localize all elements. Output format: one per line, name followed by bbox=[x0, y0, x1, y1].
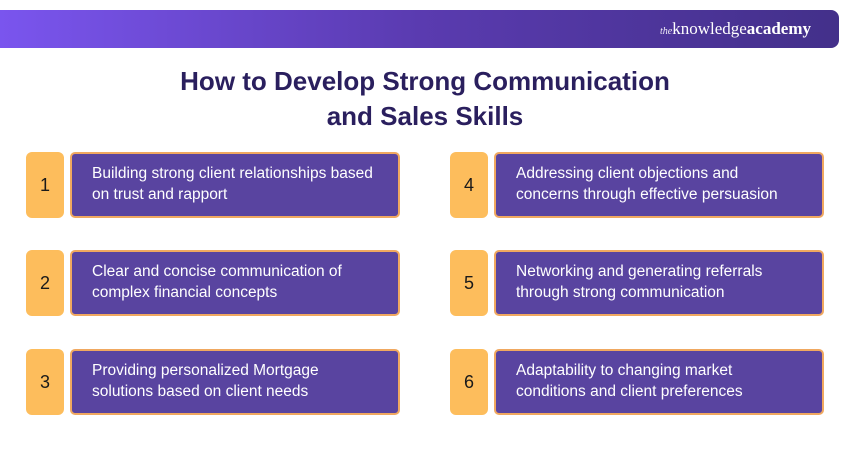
step-card-4: Addressing client objections and concern… bbox=[494, 152, 824, 218]
title-line-2: and Sales Skills bbox=[326, 101, 524, 131]
step-card-3: Providing personalized Mortgage solution… bbox=[70, 349, 400, 415]
step-number-6: 6 bbox=[450, 349, 488, 415]
page-title: How to Develop Strong Communication and … bbox=[0, 64, 850, 134]
step-number-3: 3 bbox=[26, 349, 64, 415]
logo-prefix: the bbox=[659, 26, 673, 37]
brand-logo: theknowledgeacademy bbox=[660, 19, 811, 39]
step-number-2: 2 bbox=[26, 250, 64, 316]
title-line-1: How to Develop Strong Communication bbox=[180, 66, 670, 96]
logo-name: knowledge bbox=[672, 19, 747, 38]
step-card-5: Networking and generating referrals thro… bbox=[494, 250, 824, 316]
logo-suffix: academy bbox=[746, 19, 811, 38]
step-number-5: 5 bbox=[450, 250, 488, 316]
step-card-6: Adaptability to changing market conditio… bbox=[494, 349, 824, 415]
header-banner: theknowledgeacademy bbox=[0, 10, 839, 48]
step-card-2: Clear and concise communication of compl… bbox=[70, 250, 400, 316]
step-number-4: 4 bbox=[450, 152, 488, 218]
step-card-1: Building strong client relationships bas… bbox=[70, 152, 400, 218]
step-number-1: 1 bbox=[26, 152, 64, 218]
